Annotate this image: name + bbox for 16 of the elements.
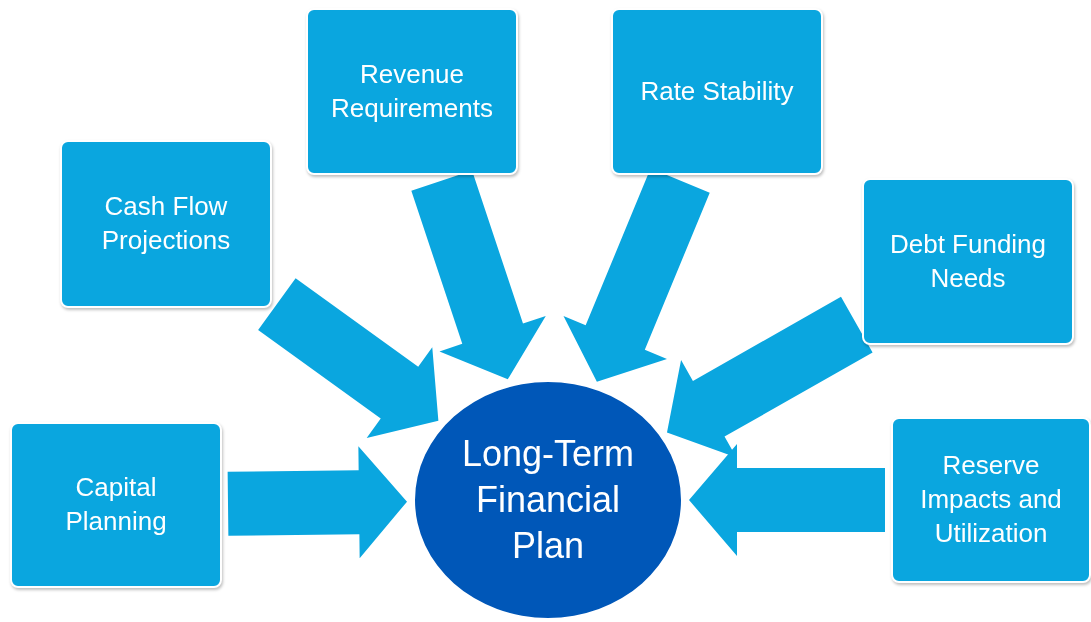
topic-box [891,417,1091,583]
topic-label: Reserve Impacts and Utilization [919,449,1063,550]
topic-label: Cash Flow Projections [100,190,232,257]
topic-label: Rate Stability [640,74,794,108]
topic-label: Capital Planning [64,471,168,538]
topic-box [611,8,823,175]
block-arrow [689,444,885,556]
topic-label: Revenue Requirements [330,57,494,125]
topic-label: Debt Funding Needs [888,227,1048,295]
topic-box [10,422,222,588]
topic-box [306,8,518,175]
topic-box [862,178,1074,345]
goal-label: Long-Term Financial Plan [460,432,636,568]
block-arrow [227,446,407,559]
topic-box [60,140,272,308]
block-arrow [258,278,439,439]
